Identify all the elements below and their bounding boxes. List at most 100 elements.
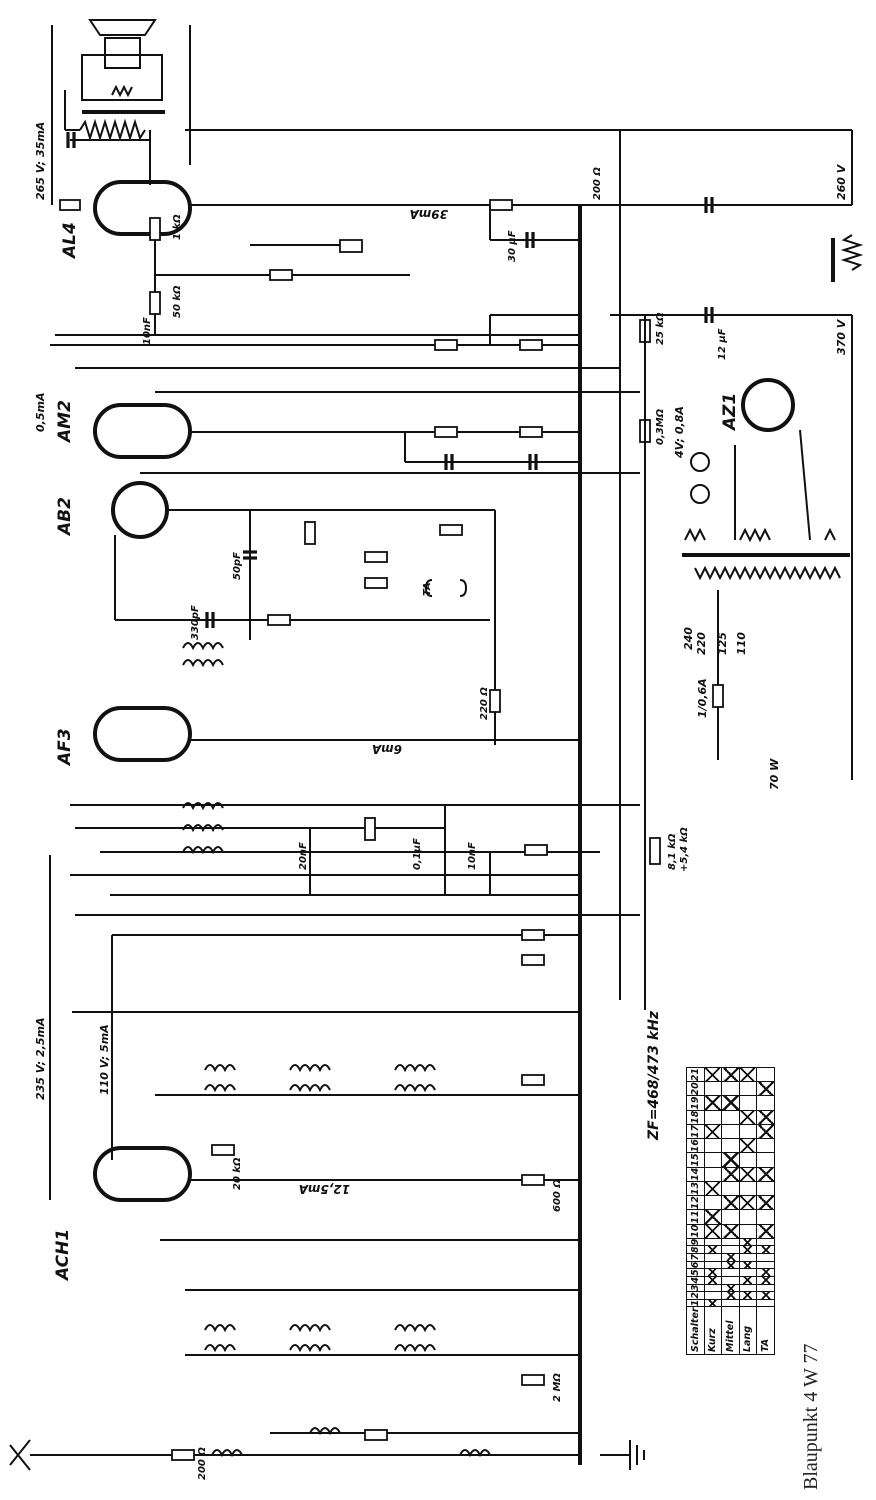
switch-cell-closed	[756, 1081, 774, 1096]
component-value: 12 µF	[717, 328, 728, 360]
switch-cell-closed	[721, 1195, 739, 1210]
switch-cell-open	[704, 1195, 722, 1210]
switch-cell-closed	[721, 1095, 739, 1111]
tube-label-ab2: AB2	[55, 497, 75, 537]
col-header: 15	[686, 1152, 704, 1168]
mains-tap: 220	[695, 632, 708, 655]
tube-af3	[93, 706, 192, 762]
switch-cell-open	[756, 1261, 774, 1269]
mains-tap: 125	[716, 632, 729, 655]
switch-cell-open	[739, 1299, 757, 1307]
switch-table-header-row: Schalter 1 2 3 4 5 6 7 8 9 10 11 12 13 1…	[686, 1067, 704, 1355]
switch-cell-open	[704, 1261, 722, 1269]
switch-cell-closed	[756, 1110, 774, 1125]
switch-cell-closed	[721, 1067, 739, 1082]
switch-cell-closed	[756, 1245, 774, 1254]
switch-cell-closed	[739, 1245, 757, 1254]
switch-cell-open	[721, 1138, 739, 1153]
switch-cell-closed	[721, 1291, 739, 1300]
col-header: 4	[686, 1276, 704, 1285]
switch-cell-closed	[704, 1209, 722, 1225]
voltage-label: 260 V	[835, 163, 848, 200]
component-value: 50pF	[232, 552, 243, 580]
diagram-title: Blaupunkt 4 W 77	[800, 1343, 822, 1490]
component-value: 200 Ω	[197, 1447, 208, 1480]
switch-cell-closed	[756, 1224, 774, 1239]
switch-cell-closed	[721, 1152, 739, 1168]
switch-cell-closed	[756, 1167, 774, 1182]
switch-cell-closed	[721, 1167, 739, 1182]
switch-cell-open	[756, 1181, 774, 1196]
col-header: 11	[686, 1209, 704, 1225]
switch-cell-open	[704, 1167, 722, 1182]
switch-cell-open	[739, 1268, 757, 1277]
switch-cell-closed	[756, 1268, 774, 1277]
tube-ach1	[93, 1146, 192, 1202]
switch-cell-closed	[739, 1276, 757, 1285]
switch-cell-open	[704, 1138, 722, 1153]
component-value: 0,1µF	[412, 838, 423, 870]
switch-row-label: Mittel	[721, 1306, 739, 1355]
switch-cell-open	[756, 1299, 774, 1307]
component-value: TA	[422, 582, 433, 596]
component-value: 25 kΩ	[655, 312, 666, 345]
current-label: 12,5mA	[299, 1182, 350, 1196]
switch-cell-open	[756, 1209, 774, 1225]
switch-cell-open	[704, 1284, 722, 1292]
switch-cell-closed	[739, 1238, 757, 1246]
lamp-label: 4V; 0,8A	[673, 406, 686, 459]
switch-cell-closed	[739, 1067, 757, 1082]
supply-label: 235 V; 2,5mA	[34, 1018, 47, 1101]
col-header: 1	[686, 1299, 704, 1307]
switch-cell-open	[721, 1238, 739, 1246]
tube-label-al4: AL4	[60, 222, 80, 260]
switch-row-label: Kurz	[704, 1306, 722, 1355]
fuse-label: 1/0,6A	[696, 678, 709, 718]
pilot-lamp-icon	[690, 452, 710, 472]
col-header: 20	[686, 1081, 704, 1096]
switch-cell-open	[739, 1124, 757, 1139]
col-header: 10	[686, 1224, 704, 1239]
col-header: 14	[686, 1167, 704, 1182]
col-header: 17	[686, 1124, 704, 1139]
voltage-label: 370 V	[835, 318, 848, 355]
switch-cell-open	[739, 1152, 757, 1168]
switch-cell-open	[739, 1081, 757, 1096]
col-header: 2	[686, 1291, 704, 1300]
component-value: 10nF	[467, 842, 478, 870]
switch-cell-open	[756, 1152, 774, 1168]
switch-cell-closed	[721, 1284, 739, 1292]
switch-cell-open	[739, 1209, 757, 1225]
col-header: 13	[686, 1181, 704, 1196]
switch-table-row: Kurz	[704, 1067, 722, 1355]
switch-cell-closed	[704, 1124, 722, 1139]
component-value: 50 kΩ	[172, 285, 183, 318]
switch-cell-closed	[756, 1195, 774, 1210]
switch-cell-closed	[704, 1299, 722, 1307]
switch-cell-closed	[704, 1268, 722, 1277]
switch-cell-open	[721, 1299, 739, 1307]
switch-cell-open	[756, 1284, 774, 1292]
if-frequency: ZF=468/473 kHz	[646, 1010, 662, 1141]
switch-cell-closed	[721, 1253, 739, 1262]
switch-cell-closed	[739, 1167, 757, 1182]
current-label: 39mA	[410, 207, 449, 221]
mains-tap: 110	[735, 632, 748, 655]
switch-cell-open	[704, 1253, 722, 1262]
col-header: 12	[686, 1195, 704, 1210]
tube-label-ach1: ACH1	[53, 1229, 73, 1282]
col-header: 5	[686, 1268, 704, 1277]
switch-cell-open	[704, 1238, 722, 1246]
tube-az1	[741, 378, 795, 432]
switch-cell-open	[756, 1095, 774, 1111]
switch-row-label: TA	[756, 1306, 774, 1355]
pilot-lamp-icon	[690, 484, 710, 504]
switch-cell-closed	[704, 1224, 722, 1239]
switch-cell-closed	[704, 1181, 722, 1196]
loudspeaker	[51, 19, 191, 205]
component-value: 10nF	[142, 317, 153, 345]
switch-cell-open	[721, 1209, 739, 1225]
tube-label-az1: AZ1	[720, 393, 740, 432]
switch-cell-open	[704, 1152, 722, 1168]
